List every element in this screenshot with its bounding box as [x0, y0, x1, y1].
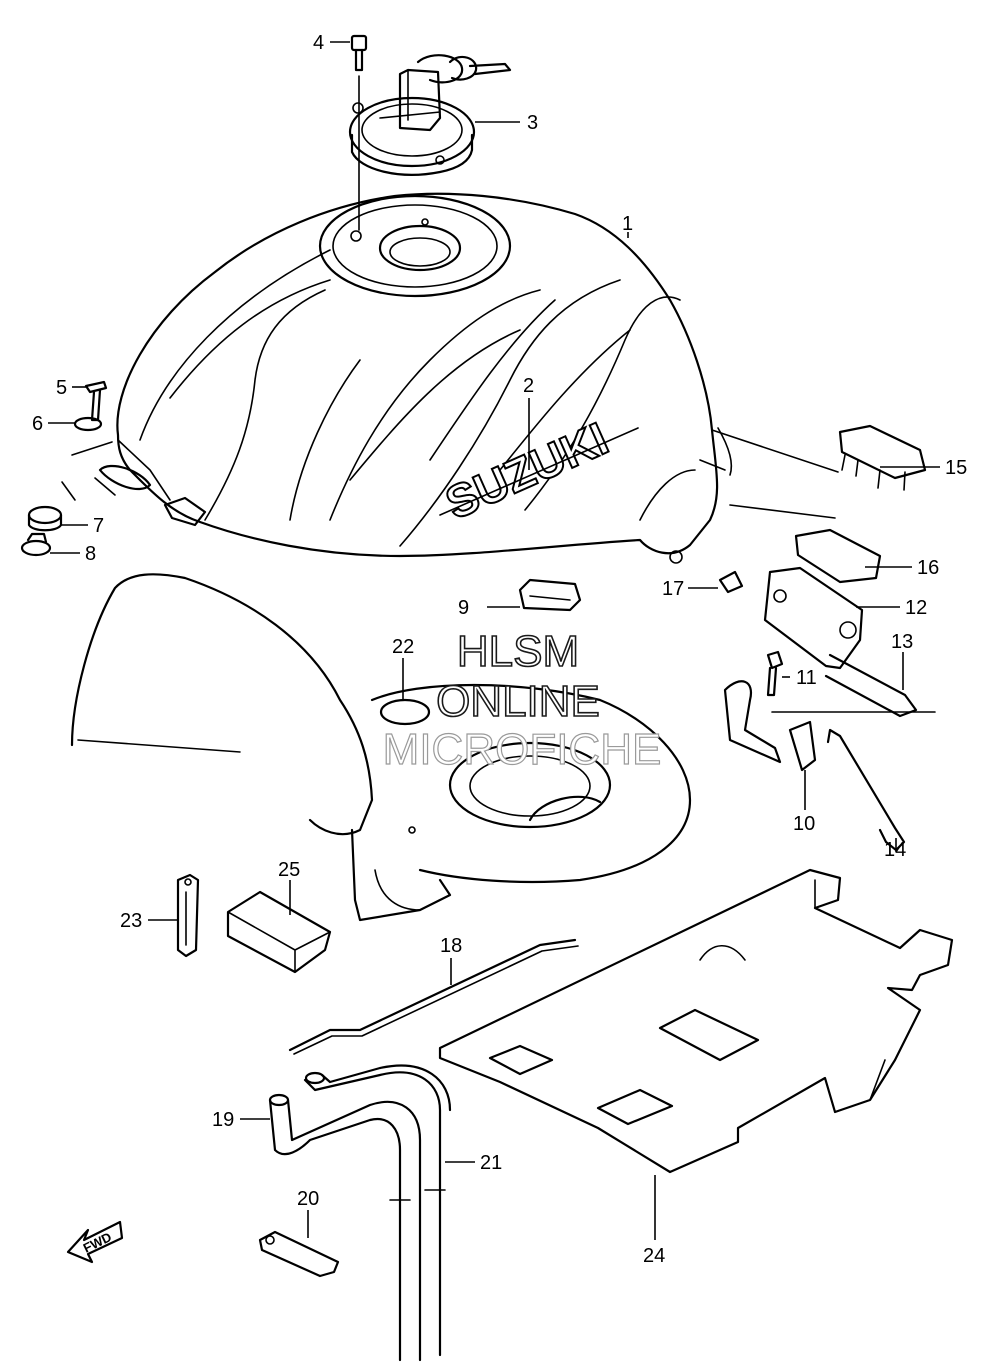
- callout-13: 13: [891, 631, 913, 653]
- callout-5: 5: [56, 377, 67, 399]
- callout-12: 12: [905, 597, 927, 619]
- clamp-20: [258, 1230, 340, 1278]
- callout-21: 21: [480, 1152, 502, 1174]
- fasteners-left: [20, 380, 116, 557]
- callout-10: 10: [793, 813, 815, 835]
- callout-6: 6: [32, 413, 43, 435]
- callout-25: 25: [278, 859, 300, 881]
- callout-labels: 1 2 3 4 5 6 7 8 9 10 11 12 13 14 15 16 1…: [32, 32, 967, 1267]
- callout-16: 16: [917, 557, 939, 579]
- callout-11: 11: [796, 667, 817, 689]
- callout-20: 20: [297, 1188, 319, 1210]
- watermark-line-2: ONLINE: [436, 677, 600, 726]
- callout-leaders: [48, 41, 940, 1240]
- callout-24: 24: [643, 1245, 665, 1267]
- rubber-block-9: [518, 578, 582, 612]
- callout-3: 3: [527, 112, 538, 134]
- callout-1: 1: [622, 213, 633, 235]
- watermark-line-3: MICROFICHE: [383, 725, 662, 774]
- callout-4: 4: [313, 32, 324, 54]
- callout-22: 22: [392, 636, 414, 658]
- watermark-line-1: HLSM: [457, 627, 579, 676]
- hoses: [268, 1064, 452, 1362]
- clip-23: [176, 873, 200, 958]
- suzuki-logo-text: SUZUKI: [438, 412, 616, 529]
- callout-17: 17: [662, 578, 684, 600]
- fuel-tank: SUZUKI: [98, 192, 733, 564]
- callout-2: 2: [523, 375, 534, 397]
- pad-25: [226, 890, 332, 974]
- bolt-4: [350, 34, 368, 231]
- right-brackets: [711, 424, 936, 852]
- callout-8: 8: [85, 543, 96, 565]
- rod-18: [288, 938, 579, 1055]
- fuel-cap: [348, 54, 512, 176]
- watermark: HLSM ONLINE MICROFICHE: [382, 626, 662, 774]
- plate-24: [438, 868, 954, 1174]
- tank-underside: [70, 573, 692, 922]
- callout-19: 19: [212, 1109, 234, 1131]
- callout-15: 15: [945, 457, 967, 479]
- callout-18: 18: [440, 935, 462, 957]
- callout-7: 7: [93, 515, 104, 537]
- callout-14: 14: [884, 839, 906, 861]
- fwd-arrow: FWD: [66, 1220, 124, 1264]
- callout-23: 23: [120, 910, 142, 932]
- callout-9: 9: [458, 597, 469, 619]
